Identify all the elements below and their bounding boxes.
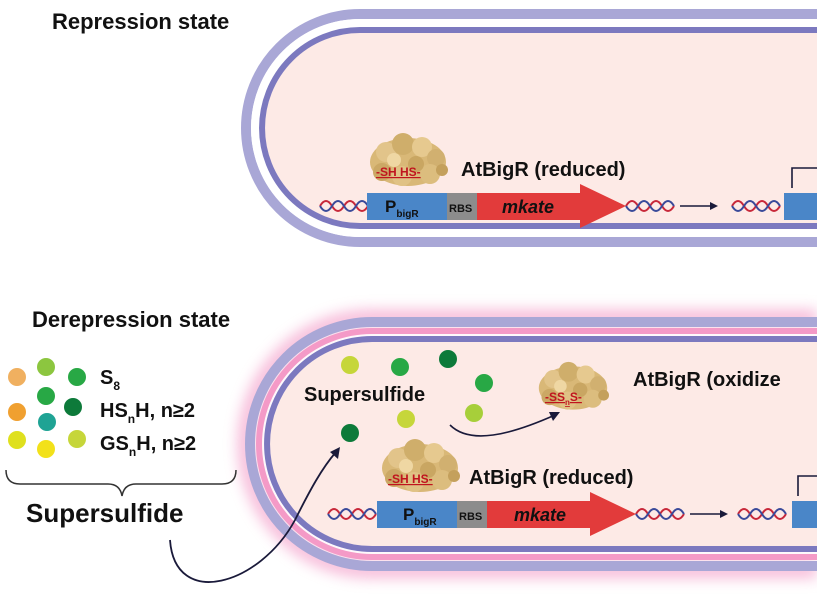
supersulfide-dot: [341, 356, 359, 374]
repression-promoter: [367, 193, 447, 220]
legend-s8-sub: 8: [113, 379, 120, 393]
legend-dot: [64, 398, 82, 416]
svg-text:PbigR: PbigR: [385, 197, 419, 220]
repression-mkate-arrow: [477, 184, 626, 228]
legend-dot: [37, 358, 55, 376]
legend-dot: [68, 430, 86, 448]
repression-dna-left: [319, 200, 369, 212]
derepression-promoter-sub: bigR: [414, 517, 437, 528]
derepression-gene-label: mkate: [514, 505, 566, 525]
supersulfide-dot: [391, 358, 409, 376]
legend-dot: [37, 440, 55, 458]
derepression-thiols: -SH HS-: [388, 472, 433, 486]
legend-dot: [68, 368, 86, 386]
supersulfide-dot: [439, 350, 457, 368]
supersulfide-dot: [341, 424, 359, 442]
legend-dot: [8, 368, 26, 386]
oxidized-group-end: S-: [570, 390, 582, 404]
derepression-cell: [238, 310, 817, 578]
legend-brace: [5, 469, 237, 497]
legend-gsnh-sub: n: [129, 445, 136, 459]
supersulfide-dot: [465, 404, 483, 422]
derepression-transcription-arrow: [690, 510, 728, 518]
repression-promoter-far: [784, 193, 817, 220]
derepression-title: Derepression state: [32, 307, 230, 332]
legend-dots: [8, 358, 86, 458]
legend-dot: [37, 387, 55, 405]
repression-rbs-label: RBS: [449, 203, 472, 215]
repression-tss-arrow: [791, 167, 817, 188]
svg-text:-SSnS-: -SSnS-: [545, 390, 582, 407]
derepression-tss-arrow: [797, 475, 817, 496]
legend-hsnh-main: HS: [100, 400, 128, 422]
repression-protein-label: AtBigR (reduced): [461, 159, 625, 181]
derepression-dna-right: [635, 508, 685, 520]
legend-s8-main: S: [100, 367, 113, 389]
repression-transcription-arrow: [680, 202, 718, 210]
repression-dna-far: [731, 200, 781, 212]
svg-text:S8: S8: [100, 367, 120, 393]
cell-supersulfide-label: Supersulfide: [304, 384, 425, 406]
repression-promoter-label: P: [385, 197, 396, 216]
repression-title: Repression state: [52, 9, 229, 34]
legend-dot: [8, 403, 26, 421]
svg-text:HSnH, n≥2: HSnH, n≥2: [100, 400, 195, 426]
repression-gene-label: mkate: [502, 197, 554, 217]
oxidized-protein-label: AtBigR (oxidize: [633, 369, 781, 391]
repression-dna-right: [625, 200, 675, 212]
svg-text:PbigR: PbigR: [403, 505, 437, 528]
legend-gsnh-rest: H, n≥2: [136, 433, 196, 455]
svg-text:GSnH, n≥2: GSnH, n≥2: [100, 433, 196, 459]
oxidation-arrow: [449, 412, 560, 437]
repression-promoter-sub: bigR: [396, 209, 419, 220]
uptake-arrow: [169, 447, 340, 583]
supersulfide-dot: [475, 374, 493, 392]
derepression-mkate-arrow: [487, 492, 636, 536]
supersulfide-dot: [397, 410, 415, 428]
derepression-promoter-far: [792, 501, 817, 528]
legend-supersulfide-label: Supersulfide: [26, 498, 183, 528]
derepression-rbs-box: [457, 501, 487, 528]
derepression-dna-left: [327, 508, 377, 520]
repression-rbs-box: [447, 193, 477, 220]
legend-dot: [38, 413, 56, 431]
derepression-protein-label: AtBigR (reduced): [469, 467, 633, 489]
repression-thiols: -SH HS-: [376, 165, 421, 179]
oxidized-group: -SS: [545, 390, 565, 404]
legend-dot: [8, 431, 26, 449]
derepression-dna-far: [737, 508, 787, 520]
oxidized-group-sub: n: [565, 398, 570, 407]
derepression-promoter: [377, 501, 457, 528]
derepression-rbs-label: RBS: [459, 511, 482, 523]
legend-hsnh-rest: H, n≥2: [135, 400, 195, 422]
legend-gsnh-main: GS: [100, 433, 129, 455]
derepression-promoter-label: P: [403, 505, 414, 524]
legend-hsnh-sub: n: [128, 412, 135, 426]
